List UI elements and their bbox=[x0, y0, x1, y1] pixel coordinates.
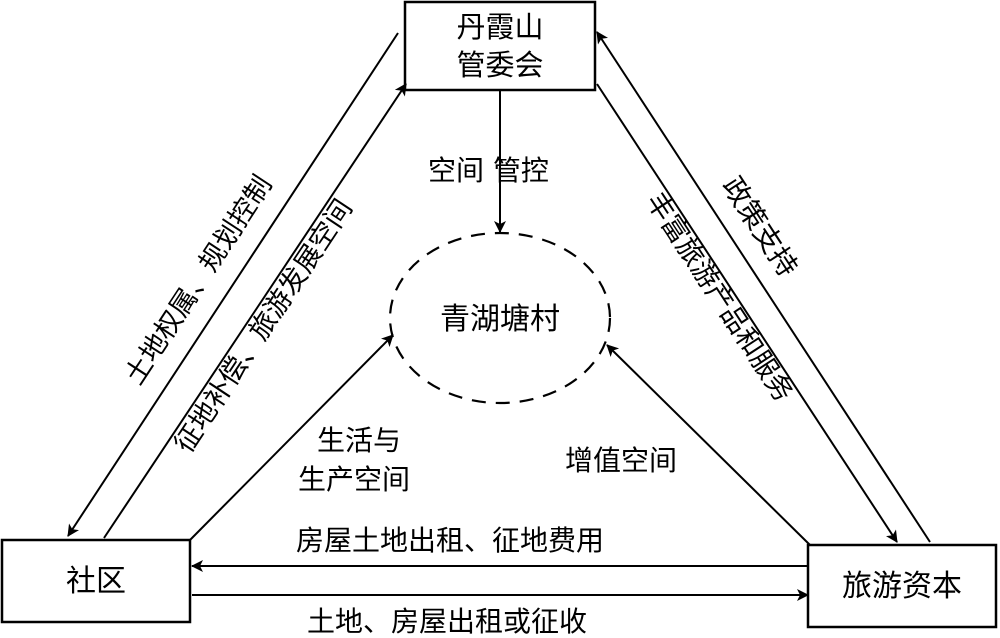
community-label: 社区 bbox=[66, 564, 126, 599]
label-life-production-line1: 生活与 bbox=[317, 424, 401, 457]
village-label: 青湖塘村 bbox=[440, 302, 560, 337]
danxia-label-line1: 丹霞山 bbox=[456, 10, 543, 44]
arrow-community-to-danxia bbox=[103, 83, 407, 539]
label-space-control: 空间 管控 bbox=[428, 154, 549, 187]
label-rent-fees: 房屋土地出租、征地费用 bbox=[296, 524, 604, 557]
tourism-capital-node: 旅游资本 bbox=[806, 543, 998, 629]
community-node: 社区 bbox=[0, 538, 192, 624]
label-lease-acquire: 土地、房屋出租或征收 bbox=[307, 605, 587, 638]
label-value-space: 增值空间 bbox=[565, 444, 677, 477]
danxia-label-line2: 管委会 bbox=[456, 48, 543, 82]
label-compensation: 征地补偿、旅游发展空间 bbox=[169, 194, 359, 459]
label-policy-support: 政策支持 bbox=[715, 171, 804, 283]
village-node: 青湖塘村 bbox=[388, 231, 612, 405]
arrow-tourism-to-village bbox=[606, 344, 811, 546]
arrow-danxia-to-tourism bbox=[596, 83, 898, 543]
arrow-community-to-village bbox=[189, 334, 394, 541]
label-life-production-line2: 生产空间 bbox=[298, 463, 410, 496]
tourism-capital-label: 旅游资本 bbox=[842, 569, 962, 604]
danxia-node: 丹霞山 管委会 bbox=[403, 0, 597, 92]
arrow-danxia-to-community bbox=[67, 32, 399, 537]
arrow-tourism-to-danxia bbox=[596, 31, 931, 543]
